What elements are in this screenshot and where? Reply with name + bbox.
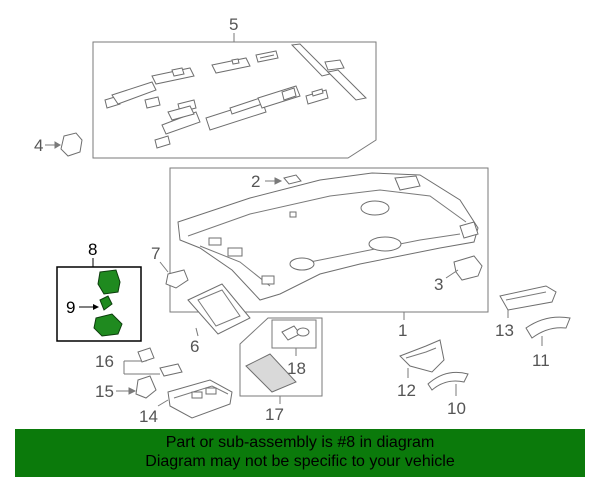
part-5-box bbox=[92, 41, 377, 159]
part-11-handle bbox=[525, 316, 571, 339]
callout-17: 17 bbox=[265, 405, 284, 424]
callout-3: 3 bbox=[434, 275, 443, 294]
part-14-console bbox=[167, 379, 233, 419]
part-8-middle-clip bbox=[99, 295, 113, 311]
info-banner: Part or sub-assembly is #8 in diagram Di… bbox=[15, 429, 585, 477]
part-16-clip-b bbox=[159, 363, 183, 377]
part-17-lens bbox=[245, 353, 297, 393]
part-3-lamp bbox=[453, 255, 483, 281]
part-10-handle bbox=[427, 371, 469, 391]
part-16-group: 16 bbox=[95, 347, 183, 377]
callout-1: 1 bbox=[398, 321, 407, 340]
callout-11: 11 bbox=[532, 351, 550, 370]
callout-6: 6 bbox=[190, 337, 199, 356]
part-17-group: 18 17 bbox=[239, 317, 323, 424]
callout-18: 18 bbox=[287, 359, 306, 378]
part-2-pad bbox=[283, 174, 302, 185]
part-7-group: 7 bbox=[151, 244, 189, 289]
callout-2: 2 bbox=[251, 172, 260, 191]
callout-7: 7 bbox=[151, 244, 160, 263]
part-16-clip-a bbox=[137, 347, 155, 363]
banner-line-2: Diagram may not be specific to your vehi… bbox=[145, 453, 455, 470]
banner-line-1: Part or sub-assembly is #8 in diagram bbox=[165, 434, 435, 451]
part-12-bracket bbox=[399, 339, 445, 373]
part-5-clips bbox=[104, 43, 368, 149]
part-13-group: 13 bbox=[495, 285, 557, 340]
part-8-lower-clip bbox=[93, 313, 123, 337]
part-1-group: 1 2 bbox=[169, 167, 489, 340]
part-4-group: 4 bbox=[34, 132, 83, 157]
part-13-bracket bbox=[499, 285, 557, 311]
headliner bbox=[177, 172, 479, 301]
callout-5: 5 bbox=[229, 15, 238, 34]
part-1-box bbox=[169, 167, 489, 313]
callout-10: 10 bbox=[447, 399, 466, 418]
callout-12: 12 bbox=[397, 381, 416, 400]
part-5-group: 5 bbox=[92, 15, 377, 159]
part-12-group: 12 bbox=[397, 339, 445, 400]
part-15-lamp bbox=[135, 375, 157, 399]
callout-16: 16 bbox=[95, 352, 114, 371]
part-6-group: 6 bbox=[187, 283, 251, 356]
callout-14: 14 bbox=[139, 407, 158, 426]
part-14-group: 14 bbox=[139, 379, 233, 426]
part-8-group: 8 9 bbox=[56, 240, 142, 342]
part-4-plug bbox=[60, 132, 83, 157]
callout-13: 13 bbox=[495, 321, 514, 340]
callout-4: 4 bbox=[34, 136, 43, 155]
part-11-group: 11 bbox=[525, 316, 571, 370]
part-6-visor bbox=[187, 283, 251, 335]
part-7-hook bbox=[165, 269, 189, 289]
part-8-upper-clip bbox=[97, 269, 121, 295]
part-10-group: 10 bbox=[427, 371, 469, 418]
part-17-box bbox=[239, 317, 323, 397]
callout-15: 15 bbox=[95, 382, 114, 401]
part-3-group: 3 bbox=[434, 255, 483, 294]
part-18-box bbox=[271, 319, 317, 349]
callout-9: 9 bbox=[66, 298, 75, 317]
part-15-group: 15 bbox=[95, 375, 157, 401]
callout-8: 8 bbox=[88, 240, 97, 259]
